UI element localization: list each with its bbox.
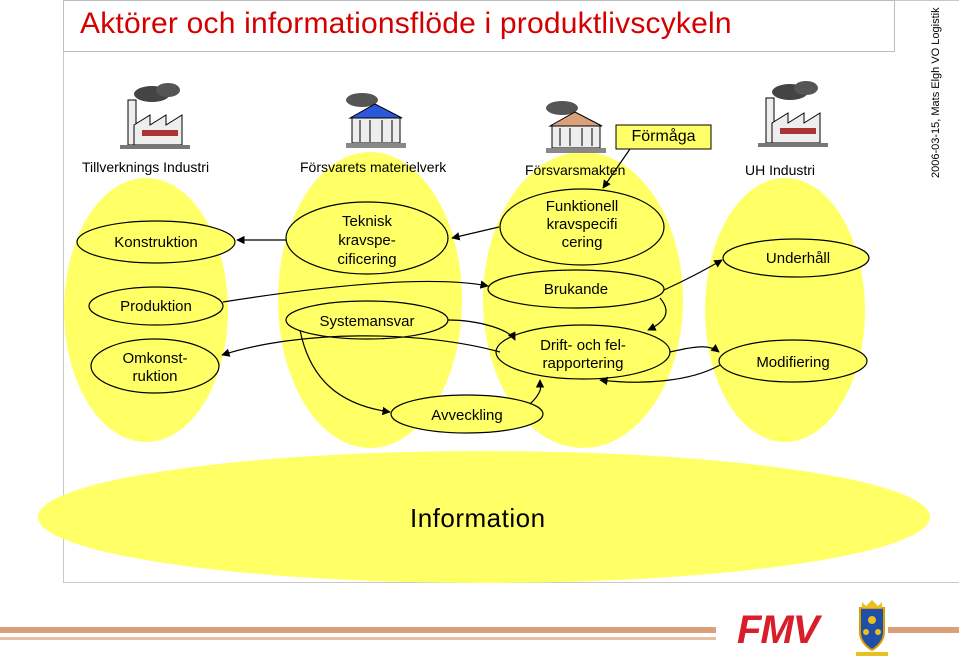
arrow-funktionell-to-teknisk bbox=[451, 226, 500, 241]
actor-label-forsvarets-materielverk: Försvarets materielverk bbox=[300, 159, 447, 175]
side-note: 2006-03-15, Mats Elgh VO Logistik bbox=[930, 7, 942, 178]
factory-icon bbox=[120, 83, 190, 149]
arrow-brukande-to-drift bbox=[647, 297, 667, 331]
label-systemansvar: Systemansvar bbox=[319, 313, 415, 330]
actor-label-forsvarsmakten: Försvarsmakten bbox=[525, 162, 626, 178]
actor-label-uh-industri: UH Industri bbox=[745, 162, 816, 178]
arrow-produktion-to-brukande bbox=[222, 280, 489, 303]
arrow-drift-to-modifiering bbox=[669, 344, 720, 353]
node-funktionell-kravspecificering bbox=[499, 188, 665, 266]
node-brukande bbox=[487, 269, 665, 309]
arrow-formaga-to-funktionell bbox=[602, 148, 631, 189]
label-drift-line1: Drift- och fel- bbox=[540, 337, 626, 354]
actor-label-tillverknings-industri: Tillverknings Industri bbox=[82, 159, 210, 175]
label-funktionell-line2: kravspecifi bbox=[546, 216, 618, 233]
flow-arrows bbox=[221, 148, 723, 416]
label-underhall: Underhåll bbox=[765, 250, 831, 267]
fmv-logo: FMV bbox=[737, 608, 819, 652]
label-modifiering: Modifiering bbox=[756, 354, 830, 371]
arrow-brukande-to-underhall bbox=[663, 259, 723, 291]
crest-icon bbox=[856, 600, 888, 656]
label-brukande: Brukande bbox=[543, 281, 609, 298]
title-box: Aktörer och informationsflöde i produktl… bbox=[63, 0, 895, 52]
node-omkonstruktion bbox=[90, 338, 220, 394]
node-konstruktion bbox=[76, 220, 236, 264]
factory-icon bbox=[758, 81, 828, 147]
label-produktion: Produktion bbox=[120, 298, 192, 315]
information-label: Information bbox=[410, 503, 546, 533]
footer-bar-thin bbox=[0, 637, 716, 640]
label-konstruktion: Konstruktion bbox=[114, 234, 198, 251]
node-underhall bbox=[722, 238, 870, 278]
government-building-icon bbox=[346, 93, 406, 148]
arrow-systemansvar-to-drift bbox=[447, 319, 516, 341]
label-teknisk-line3: cificering bbox=[337, 251, 397, 268]
label-drift-line2: rapportering bbox=[542, 355, 624, 372]
node-modifiering bbox=[718, 339, 868, 383]
label-funktionell-line3: cering bbox=[561, 234, 603, 251]
government-building-icon bbox=[546, 101, 606, 153]
node-produktion bbox=[88, 286, 224, 326]
information-ellipse bbox=[38, 451, 930, 583]
column-uh-industri bbox=[705, 178, 865, 442]
label-funktionell-line1: Funktionell bbox=[545, 198, 619, 215]
formaga-label: Förmåga bbox=[631, 128, 696, 145]
node-teknisk-kravspecificering bbox=[285, 201, 449, 275]
footer-bar-right bbox=[888, 627, 959, 633]
arrow-drift-to-omkonstruktion bbox=[221, 335, 501, 357]
formaga-box bbox=[615, 124, 712, 150]
arrow-systemansvar-to-avveckling bbox=[299, 329, 391, 416]
label-teknisk-line2: kravspe- bbox=[338, 232, 396, 249]
label-omkonstruktion-line2: ruktion bbox=[132, 368, 178, 385]
arrow-modifiering-to-drift bbox=[599, 364, 721, 386]
footer-bar bbox=[0, 627, 716, 633]
label-omkonstruktion-line1: Omkonst- bbox=[122, 350, 188, 367]
page-title: Aktörer och informationsflöde i produktl… bbox=[80, 7, 732, 40]
label-teknisk-line1: Teknisk bbox=[341, 213, 393, 230]
label-avveckling: Avveckling bbox=[431, 407, 503, 424]
node-avveckling bbox=[390, 394, 544, 434]
arrow-avveckling-to-drift bbox=[529, 379, 545, 405]
